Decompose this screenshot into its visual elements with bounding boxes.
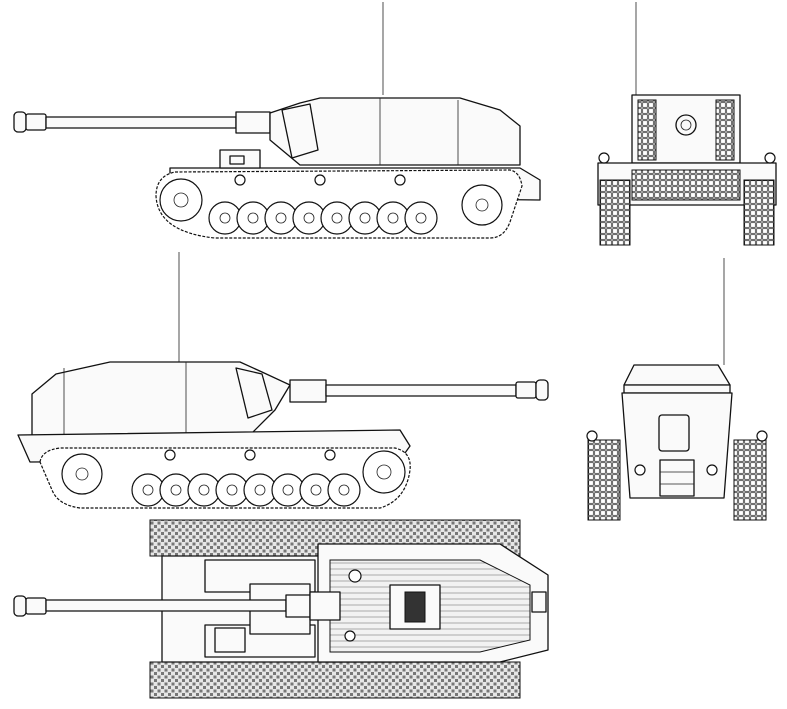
side-view-right: [17, 252, 549, 509]
side-view-left: [13, 2, 541, 239]
track-right: [733, 439, 767, 521]
idler: [61, 453, 103, 495]
spare-links-right: [715, 99, 735, 161]
sprocket: [362, 450, 406, 494]
road-wheels: [208, 201, 438, 235]
main-gun: [13, 111, 271, 134]
idler: [461, 184, 503, 226]
track-right: [743, 179, 775, 246]
track-left: [599, 179, 631, 246]
casemate: [269, 97, 521, 166]
main-gun: [289, 379, 549, 403]
rear-view: [586, 258, 768, 521]
return-rollers: [234, 174, 406, 186]
gun-mantlet: [281, 103, 319, 159]
road-wheels: [131, 473, 361, 507]
track-left: [587, 439, 621, 521]
spare-links-left: [637, 99, 657, 161]
sprocket: [159, 178, 203, 222]
top-view: [13, 519, 549, 699]
return-rollers: [164, 449, 336, 461]
rear-hatch: [658, 414, 690, 452]
casemate-rear: [623, 364, 731, 386]
casemate: [31, 361, 291, 441]
gun-bore: [675, 114, 697, 136]
track-bottom: [149, 661, 521, 699]
gun-mantlet: [235, 367, 273, 419]
front-view: [597, 2, 777, 246]
main-gun: [13, 591, 341, 621]
